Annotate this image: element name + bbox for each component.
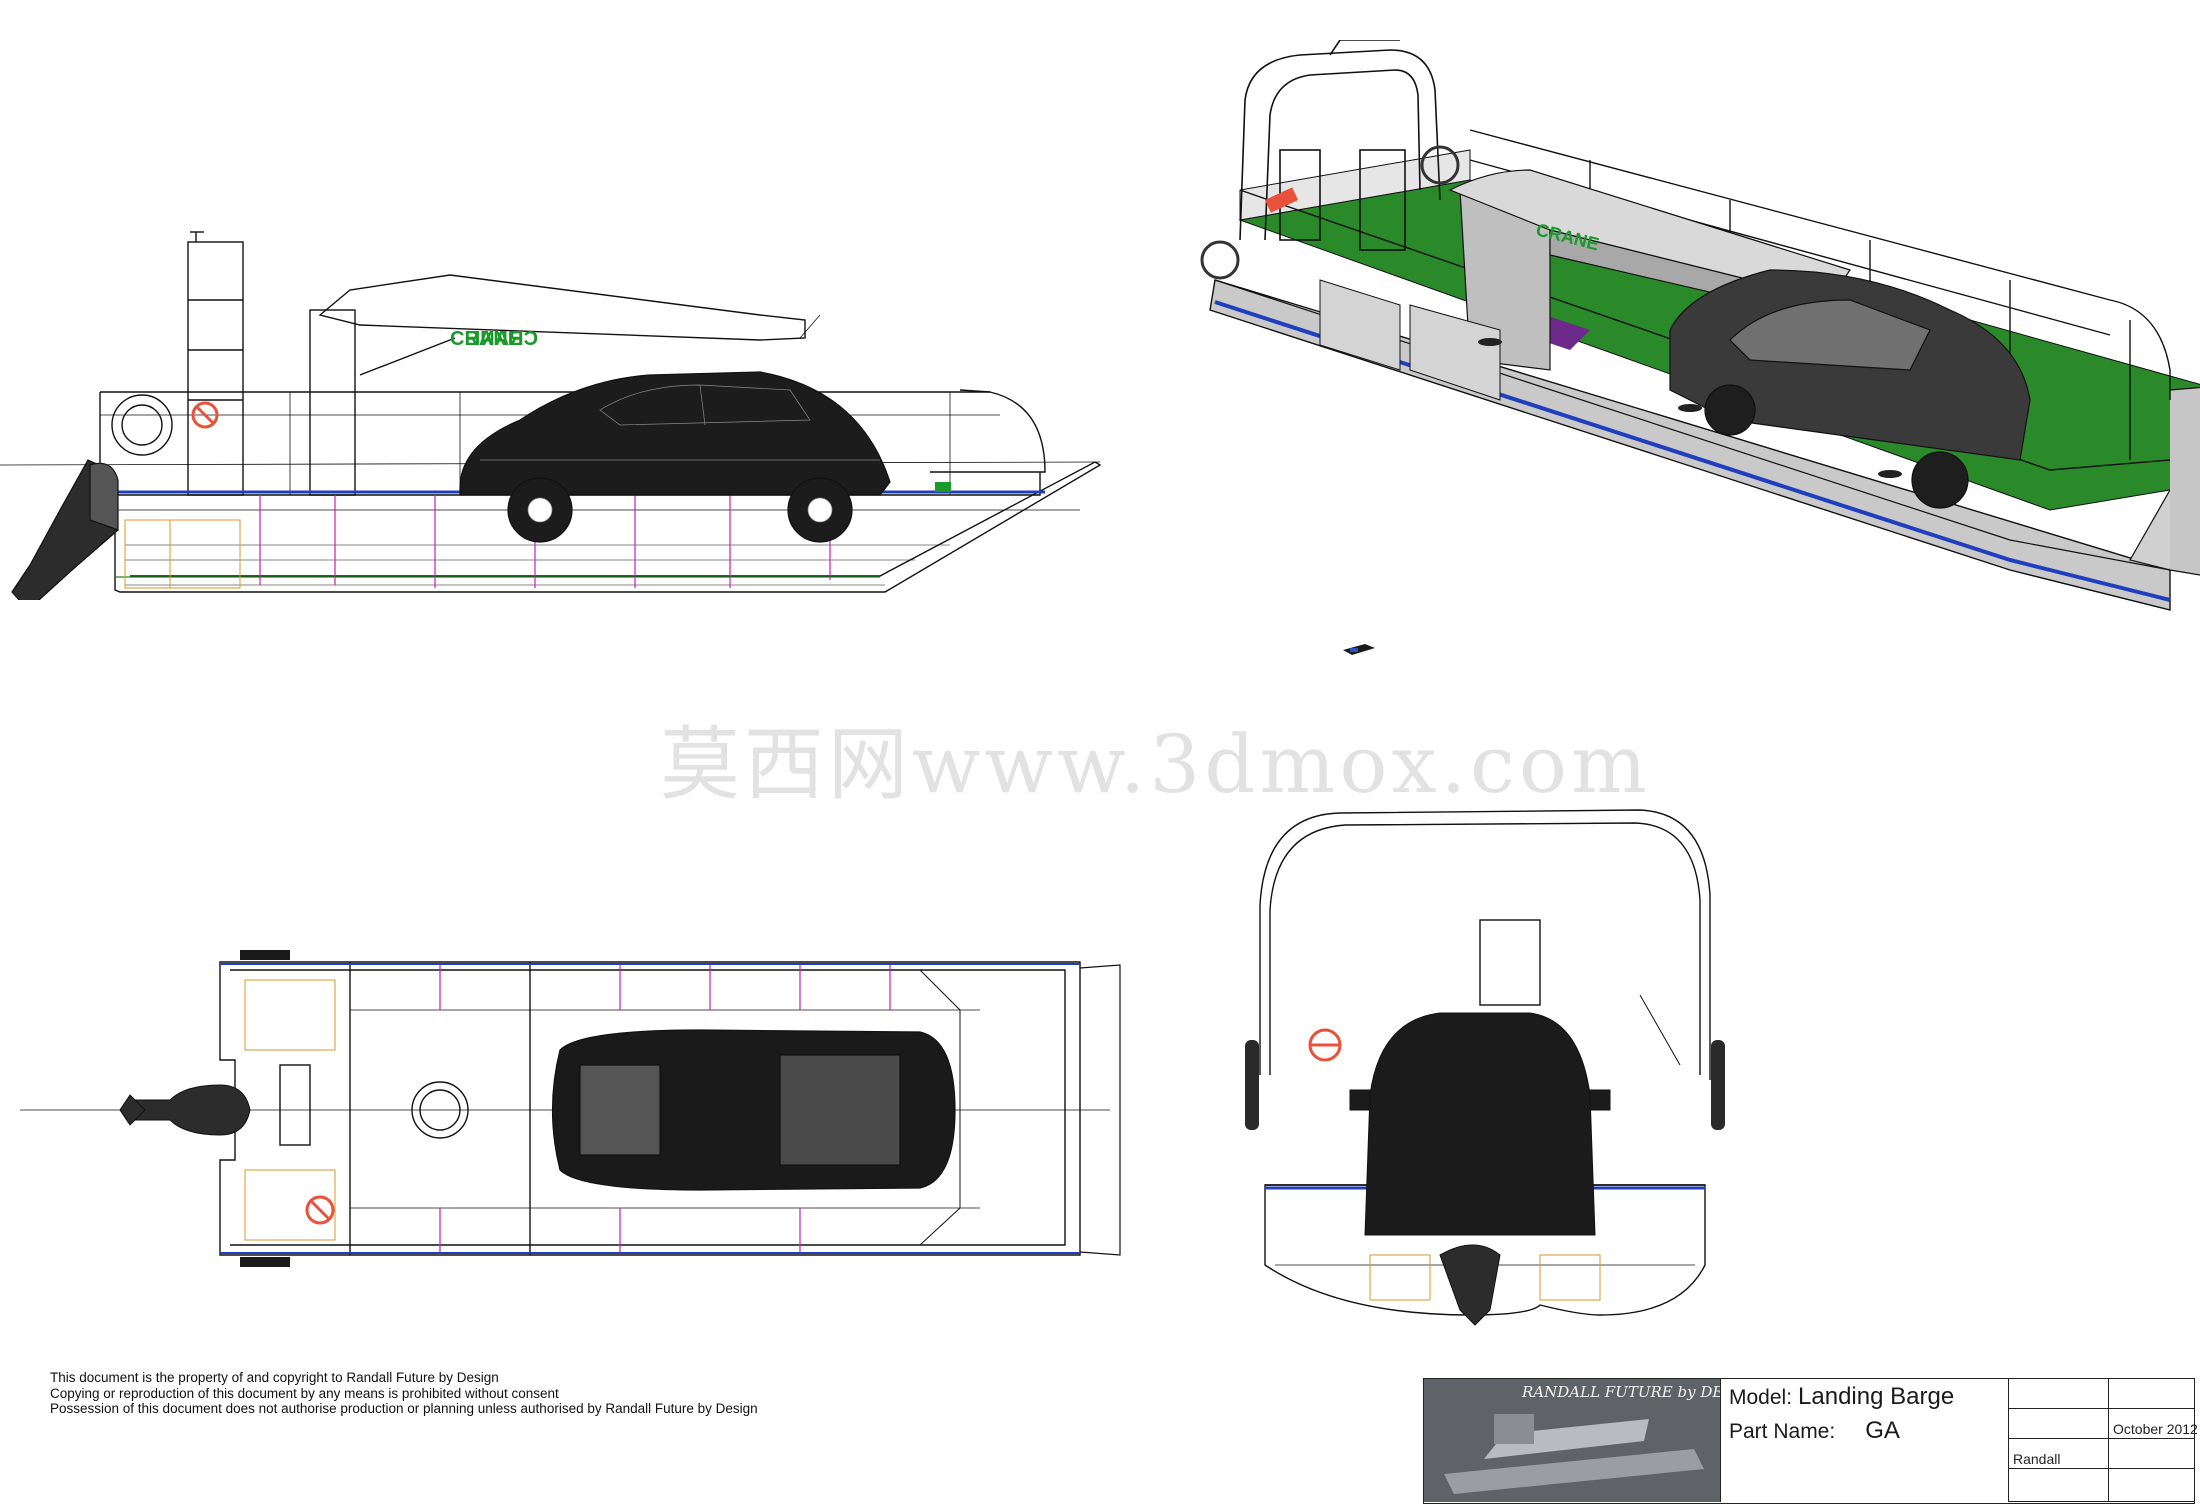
title-block-main: Model:Landing Barge Part Name: GA <box>1720 1379 2009 1502</box>
copyright-notice: This document is the property of and cop… <box>50 1370 950 1417</box>
company-render-image <box>1424 1379 1720 1502</box>
title-block-fields: October 2012 Randall <box>2008 1379 2198 1502</box>
part-value: GA <box>1865 1417 1900 1444</box>
tb-field-2 <box>2109 1379 2195 1409</box>
tb-field-8 <box>2109 1469 2195 1502</box>
crane-label-side-mirror: CRANE <box>467 328 538 350</box>
isometric-drawing: CRANE <box>1200 40 2200 611</box>
tb-field-3 <box>2009 1409 2109 1439</box>
outboard-engine <box>11 459 119 600</box>
title-block: RANDALL FUTURE by DESIGN Model:Landing B… <box>1423 1378 2198 1504</box>
crane-boom <box>318 274 806 341</box>
company-render-photo: RANDALL FUTURE by DESIGN <box>1424 1379 1720 1502</box>
tb-date-cell: October 2012 <box>2109 1409 2198 1439</box>
detached-part-drawing <box>1343 644 1375 655</box>
front-outboard <box>1439 1244 1501 1326</box>
red-lifering-mark <box>191 401 219 429</box>
plan-hull-outline <box>219 961 1081 1256</box>
model-value: Landing Barge <box>1798 1383 1955 1410</box>
plan-drawing <box>20 950 1121 1267</box>
stern-hatch <box>279 1064 311 1146</box>
front-view <box>1240 795 1800 1355</box>
drawn-by-value: Randall <box>2013 1451 2061 1467</box>
iso-lifebuoy-2 <box>1420 145 1460 185</box>
isometric-view: CRANE <box>1170 40 2200 680</box>
side-elevation-drawing: CRANE CRANE <box>0 231 1102 600</box>
front-hull <box>1264 1184 1706 1316</box>
crane-post <box>309 309 356 496</box>
front-drawing <box>1245 809 1725 1326</box>
front-car <box>1349 1012 1611 1236</box>
crane-base-circle <box>411 1081 469 1139</box>
iso-red-fitting <box>1265 187 1299 213</box>
bow-ramp <box>930 389 1046 473</box>
tb-field-1 <box>2009 1379 2109 1409</box>
tb-field-6 <box>2109 1439 2195 1469</box>
iso-car <box>1669 269 2031 509</box>
plan-view <box>20 950 1140 1280</box>
hull-outline <box>114 461 1102 593</box>
lifebuoy <box>111 394 173 456</box>
crane-label-side: CRANE <box>450 328 521 350</box>
car-on-deck <box>459 371 891 543</box>
plan-red-lifering <box>305 1195 335 1225</box>
part-label: Part Name: <box>1729 1420 1836 1443</box>
stern-mast <box>187 241 244 496</box>
copyright-line-3: Possession of this document does not aut… <box>50 1401 758 1416</box>
tb-field-7 <box>2009 1469 2109 1502</box>
front-red-lifering <box>1308 1028 1342 1062</box>
part-row: Part Name: GA <box>1729 1417 1900 1445</box>
plan-outboard <box>119 1084 251 1136</box>
side-elevation-view: CRANE CRANE <box>0 220 1120 600</box>
tb-drawn-by-cell: Randall <box>2009 1439 2109 1469</box>
iso-rail-far <box>1469 129 2171 400</box>
model-label: Model: <box>1729 1386 1793 1409</box>
plan-bow-taper <box>919 969 961 1246</box>
date-value: October 2012 <box>2113 1421 2198 1437</box>
detached-part <box>1340 640 1380 660</box>
front-frame-arch <box>1259 809 1711 1080</box>
copyright-line-1: This document is the property of and cop… <box>50 1370 499 1385</box>
plan-car <box>551 1029 956 1191</box>
front-crane-box <box>1479 919 1541 1006</box>
company-name: RANDALL FUTURE by DESIGN <box>1522 1383 1720 1401</box>
iso-lifebuoy-1 <box>1200 240 1240 280</box>
model-row: Model:Landing Barge <box>1729 1383 1954 1411</box>
copyright-line-2: Copying or reproduction of this document… <box>50 1385 559 1401</box>
